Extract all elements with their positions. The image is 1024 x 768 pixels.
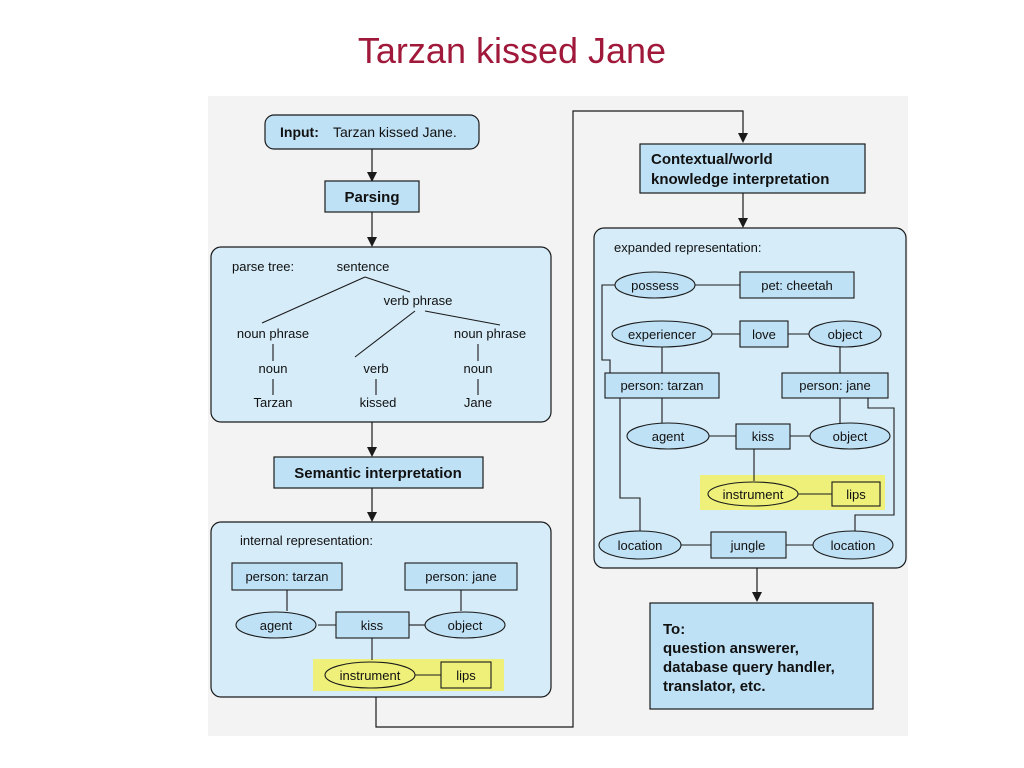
parsing-label: Parsing xyxy=(344,189,399,206)
to-line4: translator, etc. xyxy=(663,678,766,695)
to-line2: question answerer, xyxy=(663,640,799,657)
to-output-box: To: question answerer, database query ha… xyxy=(649,602,874,710)
expanded-person-tarzan-box xyxy=(604,372,720,399)
expanded-location-right-ellipse xyxy=(812,530,894,560)
expanded-lips-box xyxy=(831,481,881,507)
parse-tree-edges xyxy=(261,276,501,395)
expanded-edges xyxy=(601,284,895,546)
internal-object-label: object xyxy=(448,618,483,633)
internal-kiss-label: kiss xyxy=(361,618,384,633)
expanded-person-tarzan-label: person: tarzan xyxy=(620,378,703,393)
expanded-pet-cheetah-box xyxy=(739,271,855,299)
internal-representation-label: internal representation: xyxy=(240,533,373,548)
expanded-person-jane-label: person: jane xyxy=(799,378,871,393)
expanded-experiencer-ellipse xyxy=(611,320,713,348)
expanded-location-right-label: location xyxy=(831,538,876,553)
expanded-experiencer-label: experiencer xyxy=(628,327,697,342)
expanded-jungle-label: jungle xyxy=(730,538,766,553)
tree-node-noun-left: noun xyxy=(259,361,288,376)
slide-title: Tarzan kissed Jane xyxy=(357,30,667,71)
internal-kiss-box xyxy=(335,611,410,639)
tree-node-sentence: sentence xyxy=(337,259,390,274)
contextual-line1: Contextual/world xyxy=(651,151,773,168)
tree-word-jane: Jane xyxy=(464,395,492,410)
expanded-representation-label: expanded representation: xyxy=(614,240,761,255)
parse-tree-panel: parse tree: sentence verb phrase noun ph… xyxy=(210,246,552,423)
to-line3: database query handler, xyxy=(663,659,835,676)
expanded-object-love-label: object xyxy=(828,327,863,342)
contextual-box: Contextual/world knowledge interpretatio… xyxy=(639,143,866,194)
tree-node-noun-phrase-right: noun phrase xyxy=(454,326,526,341)
internal-person-jane-box xyxy=(404,562,518,591)
expanded-agent-label: agent xyxy=(652,429,685,444)
internal-lips-box xyxy=(440,661,492,689)
tree-node-verb-phrase: verb phrase xyxy=(384,293,453,308)
internal-agent-ellipse xyxy=(235,611,317,639)
internal-agent-label: agent xyxy=(260,618,293,633)
expanded-object-love-ellipse xyxy=(808,320,882,348)
internal-object-ellipse xyxy=(424,611,506,639)
connector-internal-to-contextual xyxy=(375,110,748,728)
expanded-possess-ellipse xyxy=(614,271,696,299)
input-label: Input: xyxy=(280,124,319,140)
expanded-object-kiss-ellipse xyxy=(809,422,891,450)
expanded-agent-ellipse xyxy=(626,422,710,450)
expanded-location-left-ellipse xyxy=(598,530,682,560)
expanded-instrument-ellipse xyxy=(707,481,799,507)
expanded-love-box xyxy=(739,320,789,348)
expanded-love-label: love xyxy=(752,327,776,342)
expanded-location-left-label: location xyxy=(618,538,663,553)
internal-lips-label: lips xyxy=(456,668,476,683)
input-value: Tarzan kissed Jane. xyxy=(333,124,457,140)
parse-tree-label: parse tree: xyxy=(232,259,294,274)
tree-node-noun-phrase-left: noun phrase xyxy=(237,326,309,341)
tree-word-tarzan: Tarzan xyxy=(253,395,292,410)
expanded-possess-label: possess xyxy=(631,278,679,293)
internal-instrument-label: instrument xyxy=(340,668,401,683)
expanded-lips-label: lips xyxy=(846,487,866,502)
tree-word-kissed: kissed xyxy=(360,395,397,410)
tree-node-verb: verb xyxy=(363,361,388,376)
parsing-box: Parsing xyxy=(324,180,420,213)
semantic-interpretation-label: Semantic interpretation xyxy=(294,465,462,482)
expanded-jungle-box xyxy=(710,531,787,559)
expanded-pet-cheetah-label: pet: cheetah xyxy=(761,278,833,293)
internal-person-tarzan-label: person: tarzan xyxy=(245,569,328,584)
expanded-instrument-label: instrument xyxy=(723,487,784,502)
expanded-kiss-label: kiss xyxy=(752,429,775,444)
expanded-person-jane-box xyxy=(781,372,889,399)
contextual-line2: knowledge interpretation xyxy=(651,171,829,188)
expanded-kiss-box xyxy=(735,423,791,450)
input-box: Input: Tarzan kissed Jane. xyxy=(264,114,480,150)
internal-representation-panel: internal representation: person: tarzan … xyxy=(210,521,552,698)
semantic-interpretation-box: Semantic interpretation xyxy=(273,456,484,489)
expanded-object-kiss-label: object xyxy=(833,429,868,444)
to-line1: To: xyxy=(663,621,685,638)
expanded-representation-panel: expanded representation: possess pet: ch… xyxy=(593,227,907,569)
internal-person-jane-label: person: jane xyxy=(425,569,497,584)
tree-node-noun-right: noun xyxy=(464,361,493,376)
internal-instrument-ellipse xyxy=(324,661,416,689)
internal-person-tarzan-box xyxy=(231,562,343,591)
internal-edges xyxy=(286,590,462,676)
